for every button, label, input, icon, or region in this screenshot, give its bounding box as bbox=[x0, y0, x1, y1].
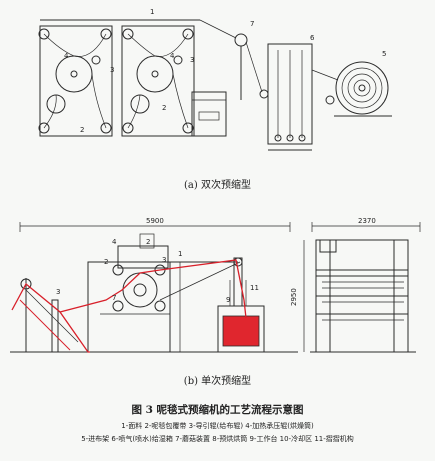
label: 4 bbox=[64, 52, 69, 60]
guide-roller bbox=[91, 55, 101, 65]
main-heated-drum bbox=[122, 272, 158, 308]
tower-roller bbox=[286, 134, 294, 142]
roller bbox=[182, 122, 194, 134]
drum-hub bbox=[70, 70, 78, 78]
guide-roller bbox=[112, 264, 124, 276]
roller bbox=[100, 28, 112, 40]
tower-roller bbox=[274, 134, 282, 142]
drum-hub bbox=[133, 283, 147, 297]
heated-drum-left bbox=[55, 55, 93, 93]
pre-dryer-box bbox=[191, 91, 227, 137]
roller bbox=[38, 28, 50, 40]
fabric-path bbox=[245, 41, 263, 93]
batch-roll-layer bbox=[341, 67, 383, 109]
label: 7 bbox=[250, 20, 254, 28]
roller bbox=[100, 122, 112, 134]
fabric-path-red bbox=[11, 259, 247, 353]
legend-line-2: 5-进布架 6-喷气(喷水)给湿箱 7-蘑菇装置 8-预烘烘筒 9-工作台 10… bbox=[81, 435, 354, 443]
guide-roller bbox=[173, 55, 183, 65]
folded-fabric-stack bbox=[222, 315, 260, 347]
label: 3 bbox=[56, 288, 60, 296]
label: 2 bbox=[104, 258, 108, 266]
diagram-b: 5900 3 2 3 4 bbox=[10, 217, 421, 353]
label: 1 bbox=[178, 250, 182, 258]
left-unit-frame bbox=[39, 25, 113, 137]
label: 3 bbox=[110, 66, 114, 74]
legend-line-1: 1-面料 2-呢毯包覆带 3-导引辊(给布辊) 4-加热承压辊(烘燥筒) bbox=[121, 422, 314, 430]
label: 5 bbox=[382, 50, 386, 58]
label: 9 bbox=[226, 296, 230, 304]
guide-roller bbox=[154, 264, 166, 276]
label: 2 bbox=[162, 104, 166, 112]
side-panel bbox=[169, 261, 181, 353]
label: 1 bbox=[150, 8, 154, 16]
guide-roller bbox=[325, 95, 335, 105]
label: 6 bbox=[310, 34, 315, 42]
right-unit-frame bbox=[121, 25, 195, 137]
batch-roll bbox=[335, 61, 389, 115]
figure-title: 图 3 呢毯式预缩机的工艺流程示意图 bbox=[131, 404, 304, 416]
roller-8 bbox=[234, 33, 248, 47]
label: 4 bbox=[112, 238, 117, 246]
roller bbox=[182, 28, 194, 40]
work-table-frame bbox=[217, 305, 265, 353]
top-housing bbox=[117, 245, 169, 269]
roller bbox=[38, 122, 50, 134]
top-motor bbox=[139, 233, 155, 249]
dimension-width: 5900 bbox=[146, 217, 164, 225]
guide-roller bbox=[259, 89, 269, 99]
tower-roller bbox=[298, 134, 306, 142]
batch-roll-hub bbox=[358, 84, 366, 92]
label: 11 bbox=[250, 284, 259, 292]
side-top-box bbox=[319, 239, 337, 253]
label: 3 bbox=[162, 256, 166, 264]
dimension-depth: 2370 bbox=[358, 217, 376, 225]
fabric-path bbox=[199, 19, 237, 39]
caption-b: (b) 单次预缩型 bbox=[183, 376, 252, 387]
caption-a: (a) 双次预缩型 bbox=[184, 180, 251, 191]
entry-stand bbox=[51, 299, 59, 353]
fabric-path-red-entry bbox=[19, 299, 71, 351]
entry-roller bbox=[20, 278, 32, 290]
felt-belt-left bbox=[43, 33, 107, 129]
roller bbox=[122, 28, 134, 40]
conveyor-incline bbox=[159, 261, 241, 301]
heated-drum-right bbox=[136, 55, 174, 93]
fabric-path bbox=[311, 69, 339, 81]
drum-hub bbox=[151, 70, 159, 78]
diagram-a: 1 2 3 4 4 3 2 6 5 7 bbox=[38, 8, 392, 151]
batch-roll-layer bbox=[347, 73, 377, 103]
felt-belt-right bbox=[127, 33, 189, 129]
batch-roll-layer bbox=[353, 79, 371, 97]
dimension-height: 2950 bbox=[290, 288, 298, 306]
roller bbox=[122, 122, 134, 134]
label: 7 bbox=[112, 294, 116, 302]
main-machine-frame bbox=[87, 261, 171, 353]
label: 4 bbox=[170, 52, 175, 60]
pre-dryer-window bbox=[198, 111, 220, 121]
label: 3 bbox=[190, 56, 194, 64]
label: 2 bbox=[80, 126, 84, 134]
guide-roller bbox=[154, 300, 166, 312]
folder-roller bbox=[233, 257, 243, 267]
label: 2 bbox=[146, 238, 150, 246]
lower-roller bbox=[130, 94, 150, 114]
guide-roller bbox=[112, 300, 124, 312]
cooling-tower bbox=[267, 43, 313, 145]
